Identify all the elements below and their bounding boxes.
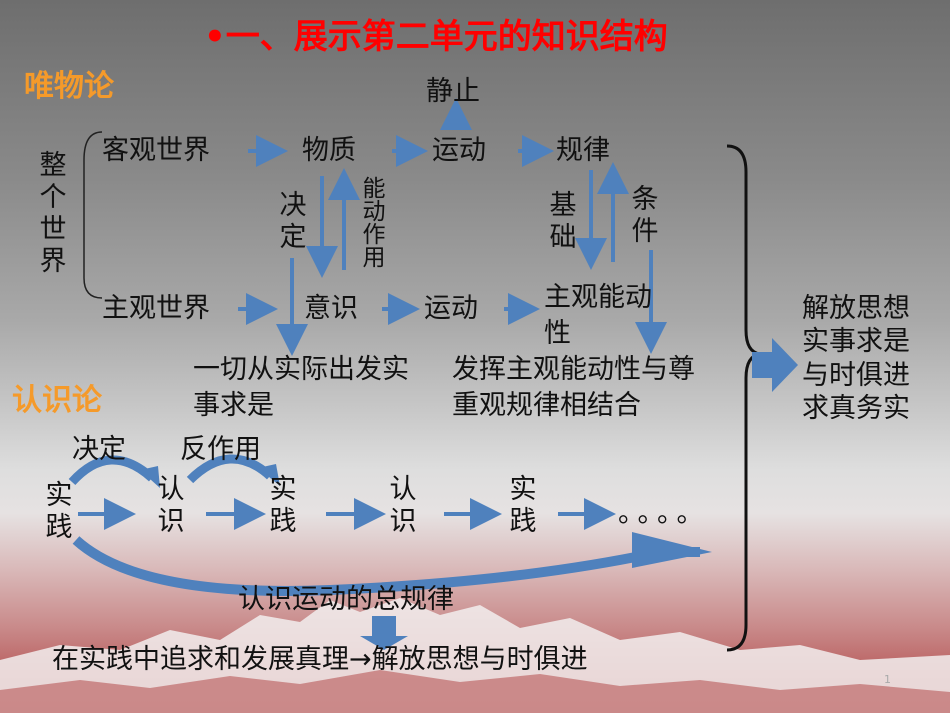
- conclusion-combine: 发挥主观能动性与尊重观规律相结合: [452, 354, 695, 421]
- law: 规律: [556, 135, 610, 166]
- active-role-label: 能动作用: [362, 176, 386, 271]
- stillness: 静止: [426, 76, 480, 107]
- motion-top: 运动: [432, 135, 486, 166]
- motion-bottom: 运动: [424, 293, 478, 324]
- subjective-world: 主观世界: [102, 293, 210, 324]
- epistemology-heading: 认识论: [12, 383, 102, 418]
- subjective-initiative: 主观能动性: [544, 282, 652, 349]
- condition-label: 条件: [631, 184, 659, 247]
- basis-label: 基础: [549, 190, 577, 253]
- practice-1: 实践: [45, 480, 73, 543]
- cognition-2: 认识: [389, 474, 417, 537]
- summary-text: 解放思想实事求是与时俱进求真务实: [802, 293, 910, 425]
- objective-world: 客观世界: [102, 135, 210, 166]
- decides-label: 决定: [279, 190, 307, 253]
- consciousness: 意识: [304, 293, 358, 324]
- page-number: 1: [884, 673, 891, 686]
- materialism-heading: 唯物论: [24, 69, 114, 104]
- practice-3: 实践: [509, 474, 537, 537]
- reaction-loop-label: 反作用: [180, 434, 261, 465]
- general-law: 认识运动的总规律: [238, 584, 454, 615]
- decides-loop-label: 决定: [72, 434, 126, 465]
- final-statement: 在实践中追求和发展真理→解放思想与时俱进: [52, 644, 588, 675]
- conclusion-seek-truth: 一切从实际出发实事求是: [193, 354, 409, 421]
- ellipsis: 。。。。: [618, 498, 710, 529]
- cognition-1: 认识: [157, 474, 185, 537]
- practice-2: 实践: [269, 474, 297, 537]
- page-title: •一、展示第二单元的知识结构: [204, 17, 668, 57]
- matter: 物质: [302, 135, 356, 166]
- whole-world-label: 整个世界: [39, 150, 67, 277]
